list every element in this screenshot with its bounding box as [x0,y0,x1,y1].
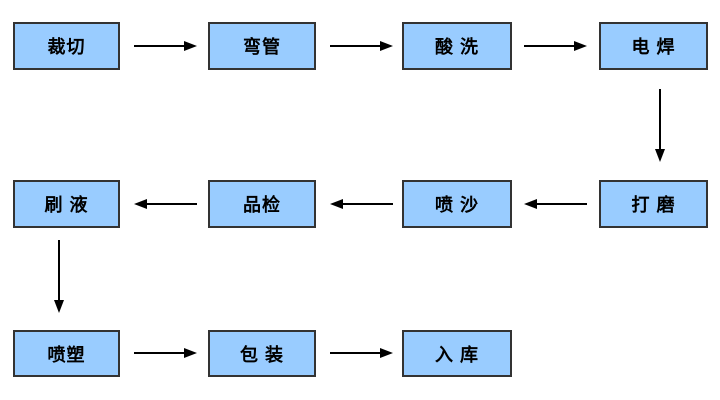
arrow-head [330,199,343,209]
arrow-shaft [343,203,393,205]
arrow-head [134,199,147,209]
arrow-shaft [537,203,587,205]
arrow-head [54,300,64,313]
node-packing: 包 装 [208,330,316,377]
node-cutting: 裁切 [13,22,120,70]
node-pipe-bending: 弯管 [208,22,316,70]
arrow-shaft [330,352,380,354]
arrow-shaft [147,203,197,205]
arrow-shaft [659,89,661,149]
node-welding: 电 焊 [599,22,708,70]
arrow-head [184,41,197,51]
node-sandblasting: 喷 沙 [402,180,512,228]
arrow-down-icon [655,89,665,162]
arrow-shaft [524,45,574,47]
arrow-right-icon [330,41,393,51]
node-warehousing: 入 库 [402,330,512,377]
arrow-right-icon [134,41,197,51]
arrow-head [380,41,393,51]
arrow-head [380,348,393,358]
node-pickling: 酸 洗 [402,22,512,70]
arrow-left-icon [524,199,587,209]
arrow-head [574,41,587,51]
node-powder-coating: 喷塑 [13,330,120,377]
node-grinding: 打 磨 [599,180,708,228]
arrow-shaft [134,45,184,47]
arrow-head [184,348,197,358]
arrow-left-icon [330,199,393,209]
arrow-right-icon [330,348,393,358]
arrow-head [655,149,665,162]
arrow-down-icon [54,240,64,313]
arrow-shaft [134,352,184,354]
arrow-left-icon [134,199,197,209]
arrow-head [524,199,537,209]
node-brushing: 刷 液 [13,180,120,228]
arrow-shaft [58,240,60,300]
arrow-right-icon [134,348,197,358]
arrow-shaft [330,45,380,47]
node-quality-inspection: 品检 [208,180,316,228]
arrow-right-icon [524,41,587,51]
